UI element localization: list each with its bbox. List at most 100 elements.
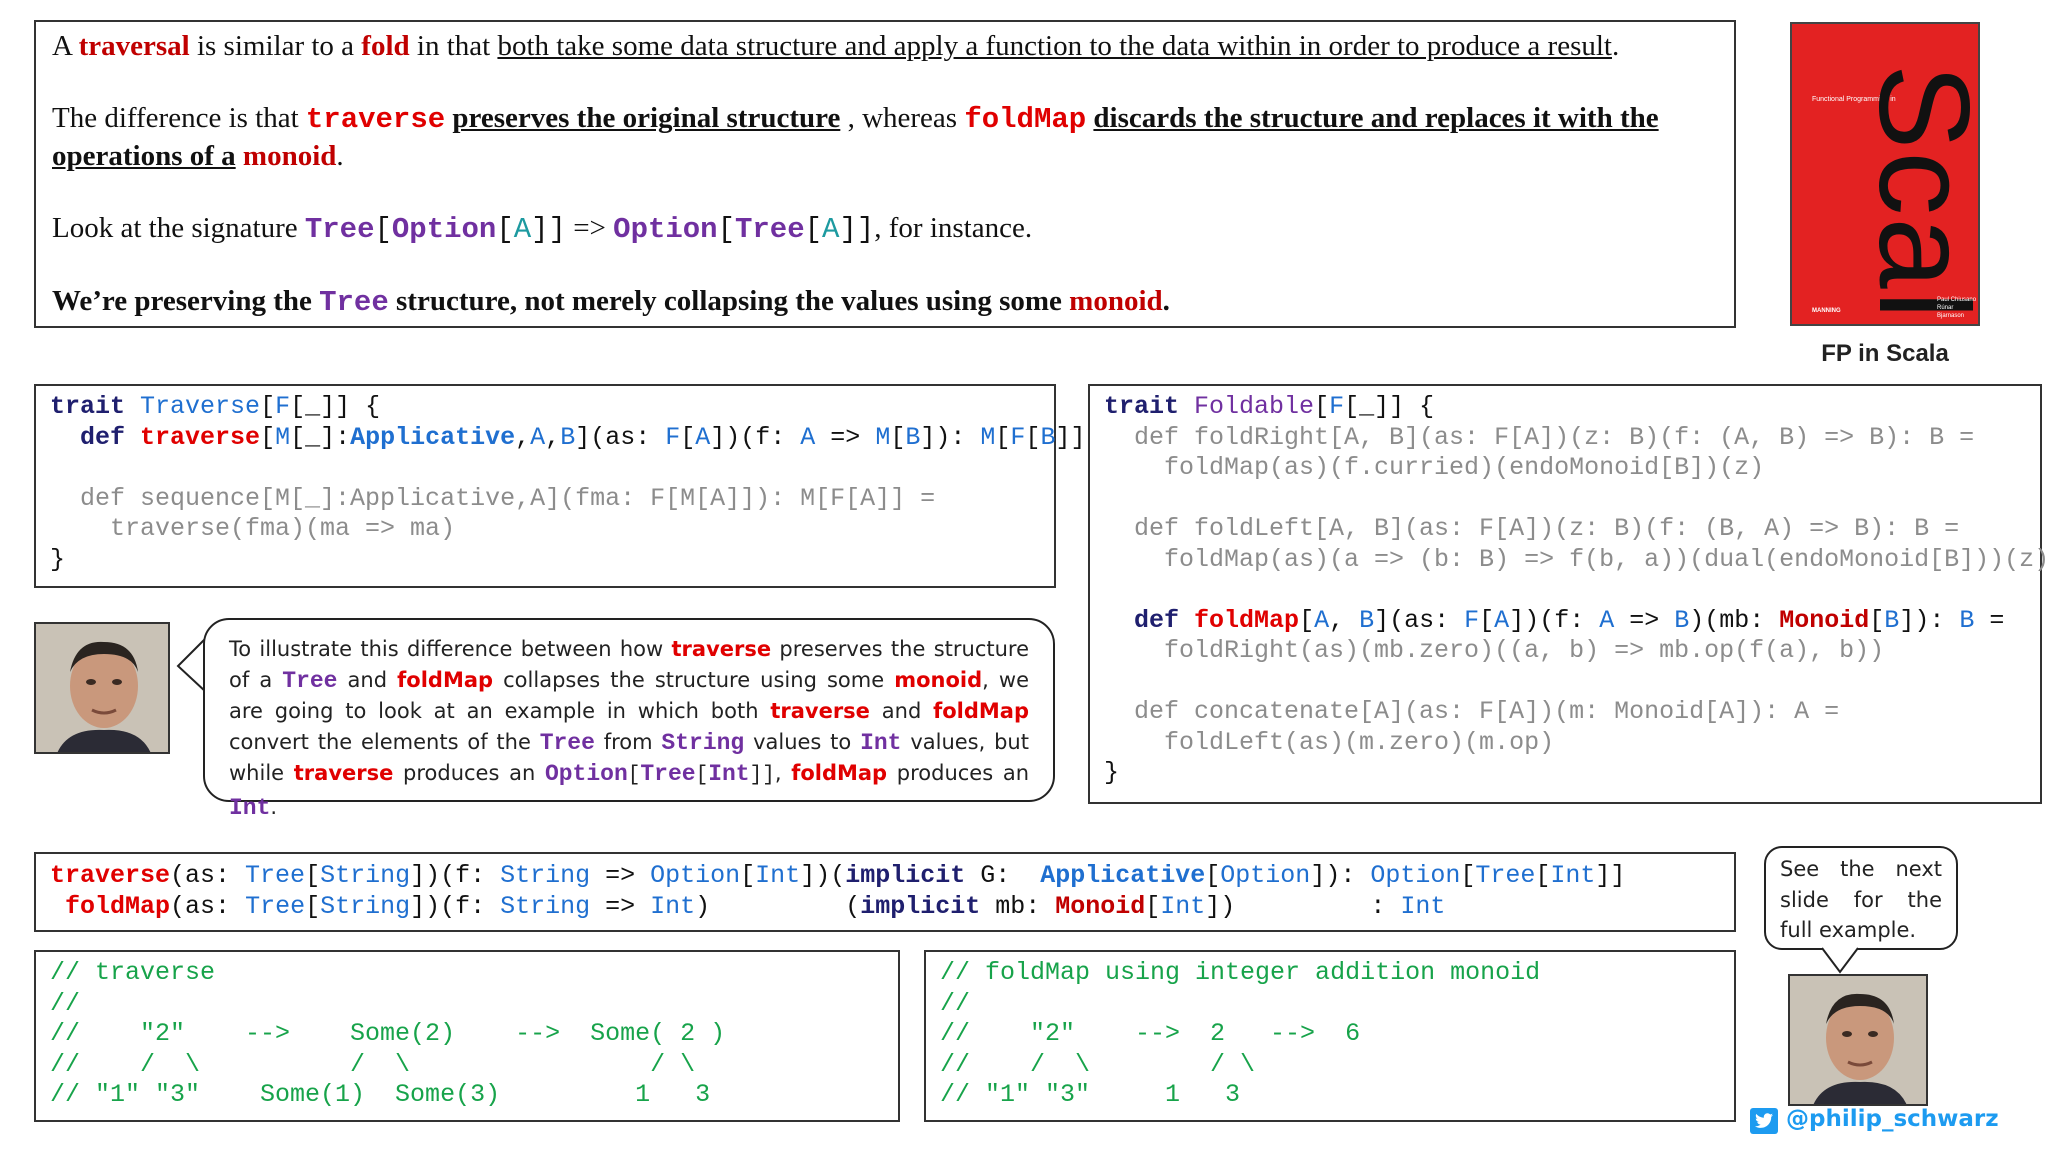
code-traverse: traverse: [305, 103, 446, 136]
type: Int: [1550, 861, 1596, 890]
code-line: }: [1104, 758, 1120, 787]
type: A: [1599, 605, 1615, 635]
fn-name: traverse: [50, 861, 171, 890]
type: A: [800, 422, 816, 452]
code: [50, 892, 65, 921]
type: F: [275, 392, 291, 421]
type: Tree: [1475, 861, 1536, 890]
comment-line: // traverse: [50, 958, 216, 987]
author-avatar: [34, 622, 170, 754]
code: ]]: [749, 764, 775, 788]
code: ]]: [839, 213, 875, 246]
code: =: [1974, 605, 2005, 635]
type: A: [530, 422, 546, 452]
text: values to: [744, 729, 861, 754]
book-caption: FP in Scala: [1821, 340, 1949, 367]
intro-line-4: We’re preserving the Tree structure, not…: [52, 283, 1718, 321]
code-option: Option: [613, 213, 718, 246]
underlined-text: discards the structure and replaces it w…: [52, 102, 1659, 172]
term-foldmap: foldMap: [791, 761, 888, 786]
type: Tree: [245, 861, 306, 890]
type: M: [875, 422, 891, 452]
book-publisher: MANNING: [1812, 308, 1841, 314]
code: G:: [965, 861, 1041, 890]
book-title: Scala: [1852, 64, 1980, 324]
type: F: [1329, 392, 1345, 421]
text: produces an: [393, 761, 545, 786]
term-foldmap: foldMap: [933, 699, 1029, 724]
code-foldmap: foldMap: [964, 103, 1087, 136]
code-line: foldRight(as)(mb.zero)((a, b) => mb.op(f…: [1104, 636, 1885, 665]
type: A: [695, 422, 711, 452]
comment-line: //: [940, 988, 971, 1018]
next-slide-bubble: See the next slide for the full example.: [1764, 846, 1958, 950]
code: [: [1535, 861, 1551, 890]
code: )(mb:: [1689, 605, 1780, 635]
text: .: [336, 140, 344, 172]
code-type-param: A: [513, 213, 532, 246]
kw: trait: [50, 392, 126, 421]
code: [: [260, 392, 276, 421]
comment-line: // "2" --> Some(2) --> Some( 2 ): [50, 1019, 726, 1048]
code: [: [680, 422, 696, 452]
text: values, but while: [229, 729, 1029, 786]
term-traversal: traversal: [78, 30, 190, 62]
type: Option: [1220, 861, 1311, 890]
text: in that: [409, 30, 498, 62]
text: collapses the structure using some: [493, 667, 895, 692]
code: [: [1460, 861, 1476, 890]
type: B: [1040, 422, 1056, 452]
code-line: }: [50, 544, 66, 574]
type: B: [1884, 605, 1900, 635]
code-tree: Tree: [539, 729, 595, 756]
type: B: [1959, 605, 1975, 635]
code: ,: [1329, 605, 1360, 635]
fn-name: foldMap: [65, 892, 171, 921]
foldmap-example: // foldMap using integer addition monoid…: [924, 950, 1736, 1122]
code: ])(f:: [410, 861, 501, 890]
twitter-handle[interactable]: @philip_schwarz: [1786, 1106, 1999, 1132]
term-traverse: traverse: [770, 699, 870, 724]
code: [: [1025, 422, 1041, 452]
code-line: foldMap(as)(f.curried)(endoMonoid[B])(z): [1104, 453, 1765, 482]
code: [: [890, 422, 906, 452]
author-avatar-small: [1788, 974, 1928, 1106]
type: F: [1464, 605, 1480, 635]
type: Foldable: [1194, 392, 1315, 421]
code: [: [1205, 861, 1221, 890]
code: mb:: [980, 892, 1056, 921]
kw: implicit: [860, 892, 981, 921]
intro-box: A traversal is similar to a fold in that…: [34, 20, 1736, 328]
comment-line: // "1" "3" 1 3: [940, 1080, 1241, 1109]
term-monoid: monoid: [894, 667, 983, 692]
code-line: def sequence[M[_]:Applicative,A](fma: F[…: [50, 483, 936, 513]
comment-line: // / \ / \ / \: [50, 1049, 696, 1079]
traverse-example: // traverse//// "2" --> Some(2) --> Some…: [34, 950, 900, 1122]
code: [: [1479, 605, 1495, 635]
comment-line: // "1" "3" Some(1) Some(3) 1 3: [50, 1080, 711, 1109]
author: Paul Chiusano: [1937, 297, 1977, 303]
text: .: [1162, 285, 1170, 317]
code: ) (: [695, 892, 861, 921]
type: M: [980, 422, 996, 452]
code: [_]] {: [290, 392, 381, 421]
code: ]):: [920, 422, 981, 452]
text: from: [594, 729, 662, 754]
code: [_]:: [290, 422, 351, 452]
signatures-code: traverse(as: Tree[String])(f: String => …: [34, 852, 1736, 932]
type: M: [275, 422, 291, 452]
type: B: [905, 422, 921, 452]
code: [: [1299, 605, 1315, 635]
type: String: [320, 892, 411, 921]
type: F: [1010, 422, 1026, 452]
code: =>: [590, 861, 651, 890]
code-option: Option: [544, 761, 628, 788]
kw: def: [1104, 605, 1180, 635]
code: ,: [515, 422, 531, 452]
type: Traverse: [140, 392, 261, 421]
text: A: [52, 30, 79, 62]
type: Option: [650, 861, 741, 890]
text: We’re preserving the: [52, 285, 320, 317]
code-line: def foldLeft[A, B](as: F[A])(z: B)(f: (B…: [1104, 514, 1960, 543]
code: ])(f:: [410, 892, 501, 921]
